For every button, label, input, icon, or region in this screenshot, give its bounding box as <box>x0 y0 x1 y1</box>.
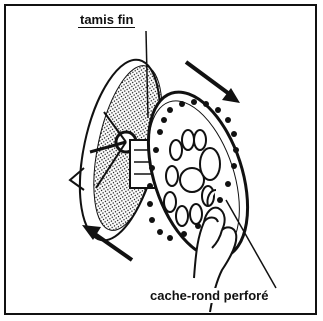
label-fine-sieve: tamis fin <box>78 12 135 28</box>
label-perforated-cover: cache-rond perforé <box>148 288 270 303</box>
